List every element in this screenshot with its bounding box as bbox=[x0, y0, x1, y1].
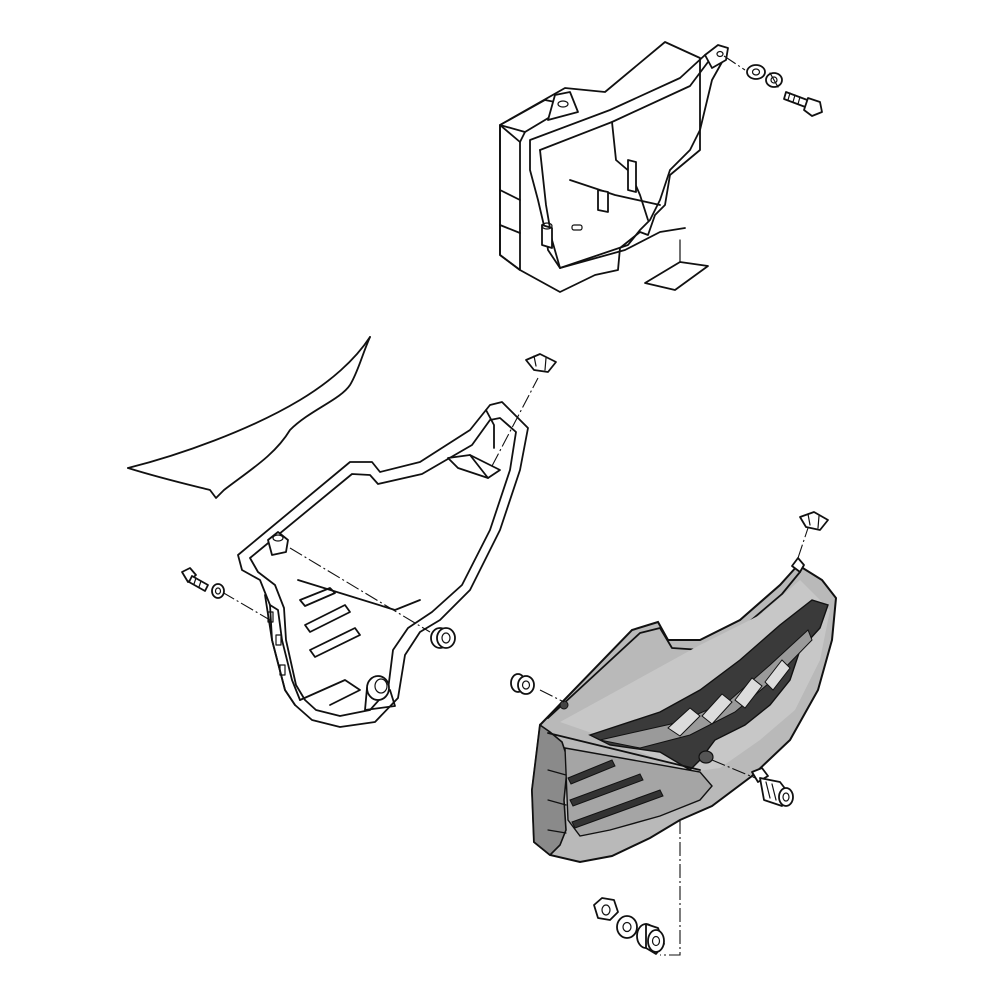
bolt-damper-icon bbox=[751, 767, 794, 807]
grommet-icon bbox=[510, 673, 535, 695]
clip-icon bbox=[799, 511, 829, 531]
side-cover-left bbox=[221, 377, 539, 728]
washer-icon bbox=[746, 64, 766, 80]
washer-icon bbox=[616, 915, 638, 939]
battery-box-bracket bbox=[499, 41, 746, 293]
collar-icon bbox=[636, 923, 665, 955]
bolt-icon bbox=[783, 91, 823, 117]
screw-icon bbox=[181, 567, 209, 592]
nut-icon bbox=[593, 897, 619, 921]
side-cover-right bbox=[530, 527, 838, 956]
washer-icon bbox=[211, 583, 225, 599]
seat-outline bbox=[127, 336, 371, 499]
clip-icon bbox=[525, 353, 557, 373]
grommet-icon bbox=[430, 627, 456, 649]
lock-washer-icon bbox=[765, 72, 783, 88]
